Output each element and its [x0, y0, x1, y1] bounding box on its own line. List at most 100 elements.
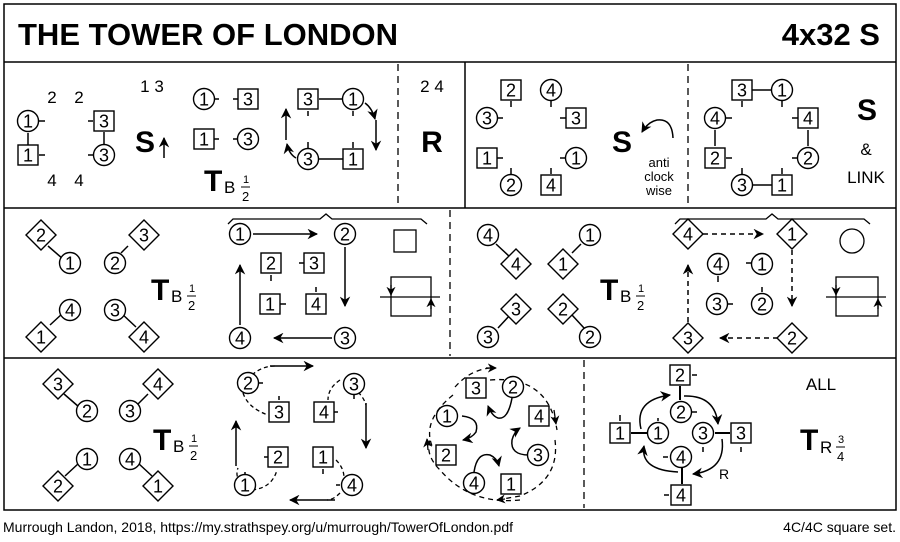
dancer-number: 2 [441, 446, 451, 466]
dancer-circle: 2 [75, 399, 99, 423]
dancer-number: 2 [508, 378, 518, 398]
dancer-diamond: 3 [672, 322, 704, 354]
dancer-number: 2 [273, 448, 283, 468]
square-shape [540, 174, 562, 196]
dancer-circle: 3 [103, 298, 127, 322]
frac-den: 2 [637, 298, 644, 313]
dancer-number: 2 [676, 403, 686, 423]
move-sub: R [820, 438, 832, 457]
square-shape [669, 364, 691, 386]
circle-shape [462, 471, 486, 495]
dancer-number: 4 [153, 375, 163, 395]
circle-shape [435, 404, 459, 428]
diamond-shape [547, 248, 579, 280]
dancer-diamond: 4 [672, 218, 704, 250]
dancer-circle: 4 [118, 447, 142, 471]
dancer-circle: 1 [58, 251, 82, 275]
direction-line: wise [645, 183, 672, 198]
dancer-circle: 4 [703, 106, 727, 130]
circle-shape [192, 87, 216, 111]
row2-panel3: 4 4 1 1 3 3 2 2 T B 1 2 [476, 223, 645, 349]
move-sub: B [620, 287, 631, 306]
square-shape [476, 147, 498, 169]
dancer-number: 1 [36, 328, 46, 348]
dancer-number: 2 [558, 300, 568, 320]
dancer-circle: 1 [228, 222, 252, 246]
dancer-circle: 3 [236, 127, 260, 151]
dancer-circle: 2 [796, 146, 820, 170]
circle-shape [750, 252, 774, 276]
circle-shape [578, 223, 602, 247]
dancer-circle: 1 [435, 404, 459, 428]
row2-panel2: 1 2 4 3 2 3 1 4 [227, 213, 440, 350]
dancer-circle: 2 [103, 251, 127, 275]
dancer-square: 3 [237, 88, 259, 110]
r-label: R [719, 466, 729, 482]
dancer-circle: 4 [476, 223, 500, 247]
dancer-number: 1 [199, 130, 209, 150]
frac-num: 1 [638, 283, 644, 295]
square-shape [17, 144, 39, 166]
row1-panel1: 1 3 2 2 4 4 1 1 3 3 S 1 3 1 3 T B 1 2 [16, 77, 382, 204]
dancer-number: 2 [675, 366, 685, 386]
dancer-number: 3 [571, 109, 581, 129]
dancer-diamond: 1 [776, 218, 808, 250]
square-shape [313, 401, 335, 423]
circle-shape [228, 326, 252, 350]
dancer-circle: 3 [333, 326, 357, 350]
square-shape [528, 405, 550, 427]
dancer-square: 2 [435, 444, 457, 466]
dancer-number: 1 [153, 477, 163, 497]
dance-title: THE TOWER OF LONDON [18, 17, 398, 52]
dancer-number: 1 [615, 424, 625, 444]
dancer-square: 1 [500, 473, 522, 495]
direction-line: clock [644, 169, 674, 184]
dancer-number: 4 [469, 474, 479, 494]
corner-label: 2 [74, 88, 83, 107]
dancer-number: 3 [125, 402, 135, 422]
dancer-number: 3 [471, 379, 481, 399]
dancer-circle: 3 [526, 443, 550, 467]
diamond-shape [128, 219, 160, 251]
square-shape [797, 107, 819, 129]
dancer-number: 3 [303, 150, 313, 170]
dancer-number: 3 [303, 90, 313, 110]
figure-label: S [612, 126, 632, 159]
dancer-square: 1 [17, 144, 39, 166]
dancer-number: 4 [125, 450, 135, 470]
dancer-circle: 1 [75, 447, 99, 471]
dancer-number: 1 [482, 149, 492, 169]
bars-label: 1 3 [140, 77, 164, 96]
square-shape [237, 88, 259, 110]
circle-shape [705, 292, 729, 316]
dancer-circle: 2 [333, 222, 357, 246]
circle-shape [75, 399, 99, 423]
anticlockwise-arrow-icon [641, 119, 674, 139]
dancer-square: 3 [297, 88, 319, 110]
dancer-number: 3 [683, 329, 693, 349]
dancer-number: 4 [683, 225, 693, 245]
dancer-number: 3 [533, 446, 543, 466]
move-sub: B [173, 437, 184, 456]
dancer-number: 3 [483, 328, 493, 348]
turn-pattern-icon [380, 276, 440, 317]
dancer-square: 2 [267, 446, 289, 468]
square-shape [267, 446, 289, 468]
dancer-circle: 1 [233, 473, 257, 497]
dancer-number: 1 [558, 255, 568, 275]
dance-form: 4x32 S [782, 17, 880, 52]
dashed-dividers [397, 64, 689, 508]
circle-shape [539, 78, 563, 102]
circle-position-icon [839, 228, 865, 254]
square-shape [268, 401, 290, 423]
dancer-circle: 2 [499, 173, 523, 197]
dancer-number: 3 [349, 375, 359, 395]
circle-shape [340, 473, 364, 497]
dancer-circle: 2 [578, 325, 602, 349]
circle-shape [296, 147, 320, 171]
dancer-number: 2 [506, 176, 516, 196]
dancer-number: 2 [243, 374, 253, 394]
dancer-diamond: 2 [776, 322, 808, 354]
dancer-square: 3 [303, 252, 325, 274]
dancer-square: 2 [500, 79, 522, 101]
